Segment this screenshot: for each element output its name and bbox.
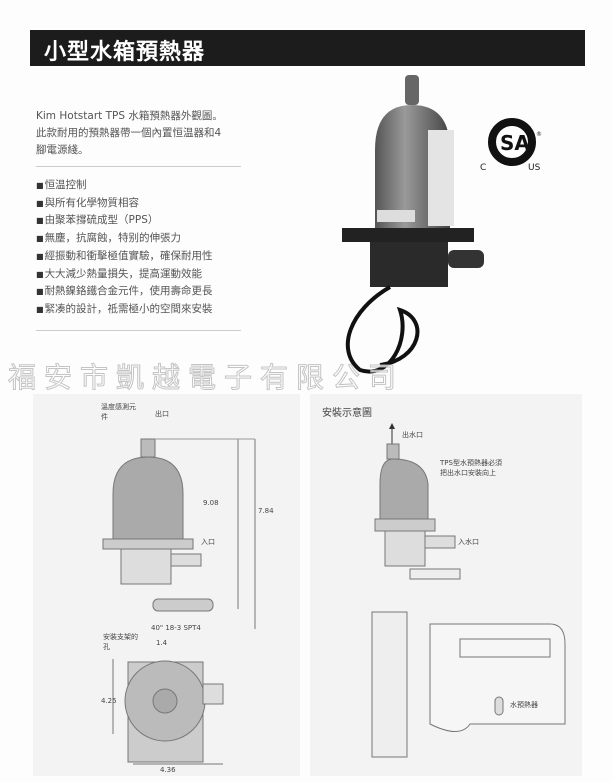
feature-item: 耐熱鎳鉻鐵合金元件，使用壽命更長 xyxy=(36,283,213,301)
intro-line: 此款耐用的預熱器帶一個內置恒温器和4 xyxy=(36,127,222,139)
csa-logo: SA C US ® xyxy=(480,118,542,173)
install-note: TPS型水預熱器必須把出水口安裝向上 xyxy=(440,459,502,477)
svg-text:®: ® xyxy=(536,131,542,138)
sensor-label: 溫度感測元件 xyxy=(101,403,136,421)
cord-label: 40" 18-3 SPT4 xyxy=(151,624,201,632)
title-bar: 小型水箱預熱器 xyxy=(30,30,585,66)
intro-line: Kim Hotstart TPS 水箱預熱器外觀圖。 xyxy=(36,110,223,122)
divider xyxy=(36,330,241,331)
feature-item: 與所有化學物質相容 xyxy=(36,195,213,213)
outlet-label: 出水口 xyxy=(402,431,423,439)
dimension-drawing-panel: 溫度感測元件 出口 9.08 7.84 入口 40" 18-3 SPT4 1.4… xyxy=(33,394,300,776)
page-title: 小型水箱預熱器 xyxy=(44,40,206,65)
dim-height-outer: 7.84 xyxy=(258,507,274,515)
feature-item: 經振動和衝擊極值實驗，確保耐用性 xyxy=(36,248,213,266)
inlet-label: 入口 xyxy=(201,538,215,546)
dim-height-inner: 9.08 xyxy=(203,499,219,507)
feature-item: 恒温控制 xyxy=(36,177,213,195)
svg-text:US: US xyxy=(528,163,541,173)
feature-item: 緊凑的設計，祗需極小的空間來安裝 xyxy=(36,301,213,319)
install-title: 安裝示意圖 xyxy=(322,408,372,419)
feature-item: 無塵，抗腐蝕，特别的伸張力 xyxy=(36,230,213,248)
feature-item: 由聚苯撐硫成型（PPS） xyxy=(36,212,213,230)
intro-line: 腳電源綫。 xyxy=(36,144,89,156)
inlet-label: 入水口 xyxy=(458,538,479,546)
heater-label: 水預熱器 xyxy=(510,701,538,709)
dim-side: 4.25 xyxy=(101,697,117,705)
feature-list: 恒温控制 與所有化學物質相容 由聚苯撐硫成型（PPS） 無塵，抗腐蝕，特别的伸張… xyxy=(36,177,213,319)
intro-text: Kim Hotstart TPS 水箱預熱器外觀圖。 此款耐用的預熱器帶一個內置… xyxy=(36,108,286,159)
outlet-label: 出口 xyxy=(155,410,169,418)
install-diagram-panel: 安裝示意圖 出水口 TPS型水預熱器必須把出水口安裝向上 入水口 水預熱器 xyxy=(310,394,582,776)
install-diagram xyxy=(371,423,566,758)
dim-spacing: 1.4 xyxy=(156,639,168,647)
feature-item: 大大減少熱量損失，提高運動效能 xyxy=(36,266,213,284)
divider xyxy=(36,166,241,167)
dimension-drawing xyxy=(102,438,256,765)
dim-width: 4.36 xyxy=(160,766,176,774)
bracket-label: 安裝支架的孔 xyxy=(103,633,138,651)
product-photo: SA C US ® xyxy=(342,75,542,374)
watermark: 福安市凱越電子有限公司 xyxy=(7,361,405,395)
svg-text:C: C xyxy=(480,163,486,173)
svg-text:SA: SA xyxy=(500,131,530,155)
